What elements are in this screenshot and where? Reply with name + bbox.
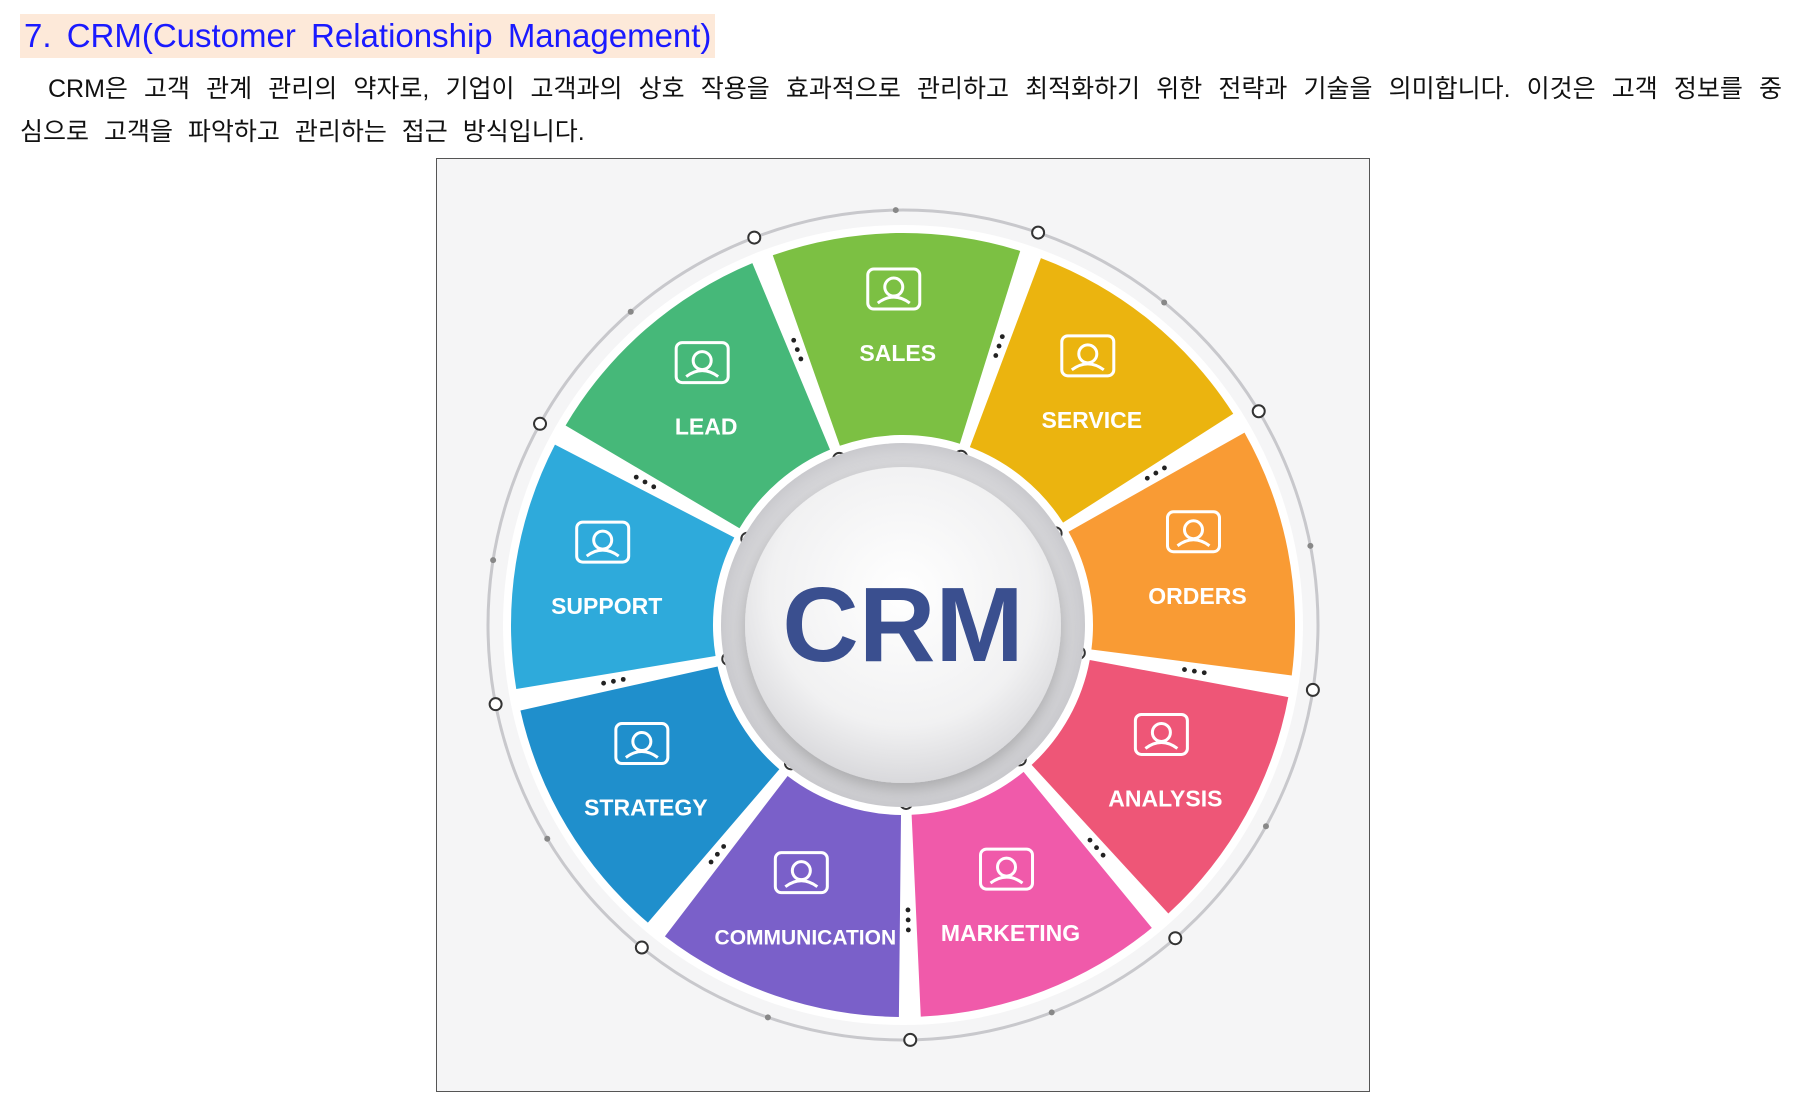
connector-dot <box>999 334 1005 340</box>
segment-sales-label: SALES <box>859 340 936 366</box>
outer-ring <box>486 208 1320 1042</box>
connector-dot <box>1144 475 1150 481</box>
communication-people-icon <box>773 851 829 895</box>
ring-node <box>903 1032 918 1047</box>
connector-dot <box>1153 470 1159 476</box>
ring-node <box>1305 682 1320 697</box>
ring-arrow <box>627 308 634 315</box>
crm-center-label: CRM <box>782 566 1023 684</box>
ring-node <box>634 940 649 955</box>
ring-arrow <box>1307 542 1314 549</box>
connector-dot <box>993 353 999 358</box>
segment-support-shape <box>511 444 735 690</box>
connector-dot <box>611 678 616 684</box>
service-gear-hand-icon <box>1060 334 1116 378</box>
segment-support-label: SUPPORT <box>551 593 662 619</box>
ring-node <box>1031 225 1046 240</box>
headset-icon <box>575 520 631 564</box>
segment-service-shape <box>969 258 1234 523</box>
ring-node <box>1168 931 1183 946</box>
connector-dot <box>791 337 797 343</box>
segment-support: SUPPORT <box>511 444 735 690</box>
strategy-play-icon <box>614 722 670 766</box>
segment-sales: SALES <box>772 233 1021 446</box>
connector-dot <box>1162 465 1167 471</box>
lead-person-hand-icon <box>674 341 730 385</box>
ring-arrow <box>1161 299 1168 306</box>
ring-arrow <box>764 1014 771 1021</box>
megaphone-icon <box>979 847 1035 891</box>
segment-analysis-shape <box>1031 659 1289 914</box>
segment-marketing-shape <box>911 771 1152 1017</box>
segment-communication-shape <box>664 775 902 1017</box>
connector-dot <box>714 851 720 857</box>
ring-node <box>1251 404 1266 419</box>
connector-dot <box>798 356 804 362</box>
segment-lead-shape <box>565 263 830 529</box>
connector-dot <box>905 927 911 933</box>
connector-dot <box>1094 845 1099 851</box>
segment-communication: COMMUNICATION <box>664 775 902 1017</box>
connector-dot <box>1191 668 1197 674</box>
connector-dot <box>651 484 657 490</box>
crm-wheel-diagram: SALES SERVICE ORDERS ANALYSIS MARKETING COMMU… <box>486 207 1320 1047</box>
connector-dot <box>1201 670 1207 676</box>
segment-service-label: SERVICE <box>1042 407 1143 433</box>
connector-dot <box>633 474 639 480</box>
segment-orders-shape <box>1068 432 1295 676</box>
connector-dot <box>1100 852 1106 858</box>
ring-node <box>533 416 548 431</box>
ring-arrow <box>544 835 551 842</box>
connector-dot <box>601 680 607 686</box>
ring-arrow <box>1262 823 1269 830</box>
hub-disc <box>745 467 1061 783</box>
ring-node <box>747 230 762 245</box>
segment-analysis: ANALYSIS <box>1031 659 1289 914</box>
section-heading: 7. CRM(Customer Relationship Management) <box>20 14 716 58</box>
connector-dot <box>1087 837 1093 843</box>
segment-strategy-shape <box>520 666 780 923</box>
segment-lead-label: LEAD <box>675 414 738 440</box>
segment-marketing-label: MARKETING <box>941 920 1080 946</box>
segment-strategy: STRATEGY <box>520 666 780 923</box>
ring-arrow <box>892 207 899 214</box>
connector-dot <box>794 347 800 352</box>
segment-orders: ORDERS <box>1068 432 1295 676</box>
connector-dot <box>905 907 911 913</box>
segment-orders-label: ORDERS <box>1148 583 1246 609</box>
connector-dot <box>642 479 648 485</box>
connector-dot <box>721 844 727 849</box>
connector-dot <box>905 917 911 923</box>
connector-dot <box>708 859 714 865</box>
segment-marketing: MARKETING <box>911 771 1152 1017</box>
section-paragraph: CRM은 고객 관계 관리의 약자로, 기업이 고객과의 상호 작용을 효과적으… <box>20 75 1782 146</box>
segment-service: SERVICE <box>969 258 1234 523</box>
connector-dot <box>1182 667 1187 672</box>
ring-arrow <box>1048 1009 1055 1016</box>
segment-strategy-label: STRATEGY <box>584 795 708 821</box>
segment-analysis-label: ANALYSIS <box>1108 785 1222 811</box>
crm-diagram-figure: SALES SERVICE ORDERS ANALYSIS MARKETING COMMU… <box>436 158 1370 1092</box>
segment-communication-label: COMMUNICATION <box>715 927 897 950</box>
ring-node <box>488 697 503 712</box>
sales-chart-icon <box>866 267 922 311</box>
segment-lead: LEAD <box>565 263 830 529</box>
ring-arrow <box>490 557 497 564</box>
orders-boxes-icon <box>1165 510 1221 554</box>
segment-sales-shape <box>772 233 1021 446</box>
connector-dot <box>620 676 626 682</box>
analysis-graph-icon <box>1133 712 1189 756</box>
connector-dot <box>996 343 1002 349</box>
